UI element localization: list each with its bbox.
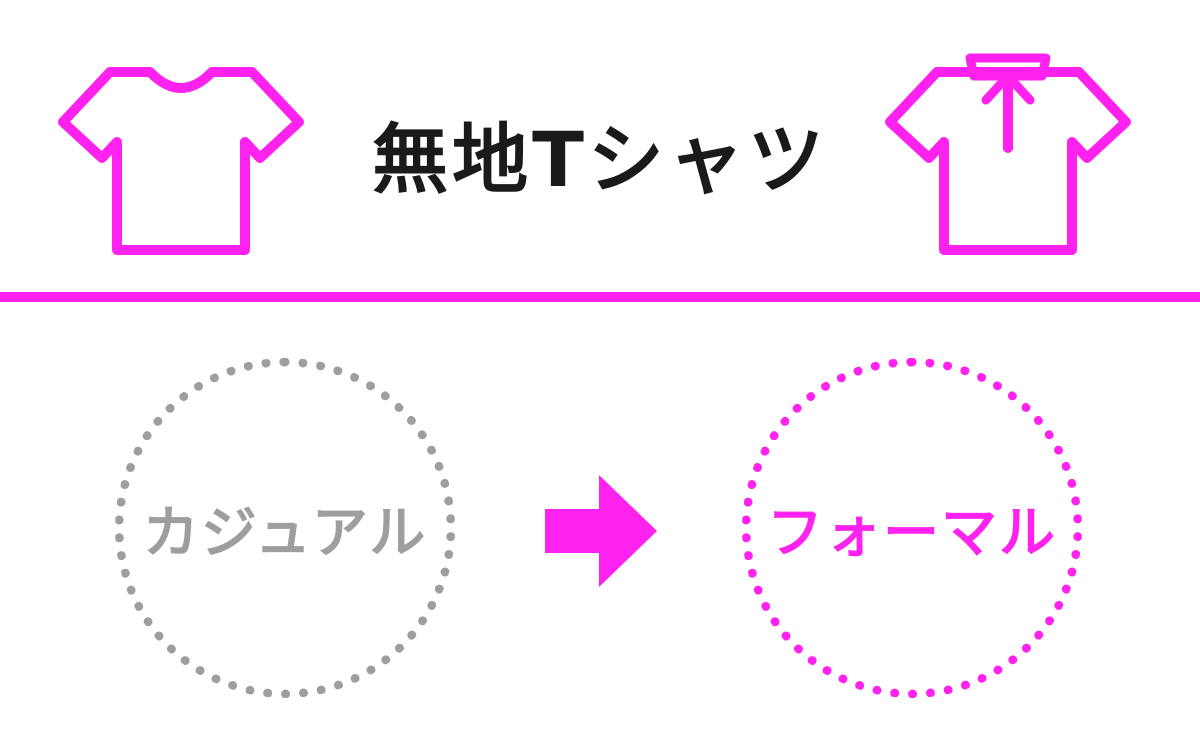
tshirt-icon <box>58 67 304 255</box>
casual-label: カジュアル <box>142 500 428 566</box>
collared-shirt-icon <box>885 53 1131 255</box>
arrow-right-icon <box>545 475 657 587</box>
divider-line <box>0 292 1200 302</box>
formal-circle: フォーマル <box>742 358 1082 698</box>
page-title: 無地Tシャツ <box>372 115 828 204</box>
formal-label: フォーマル <box>767 500 1057 566</box>
casual-circle: カジュアル <box>115 358 455 698</box>
